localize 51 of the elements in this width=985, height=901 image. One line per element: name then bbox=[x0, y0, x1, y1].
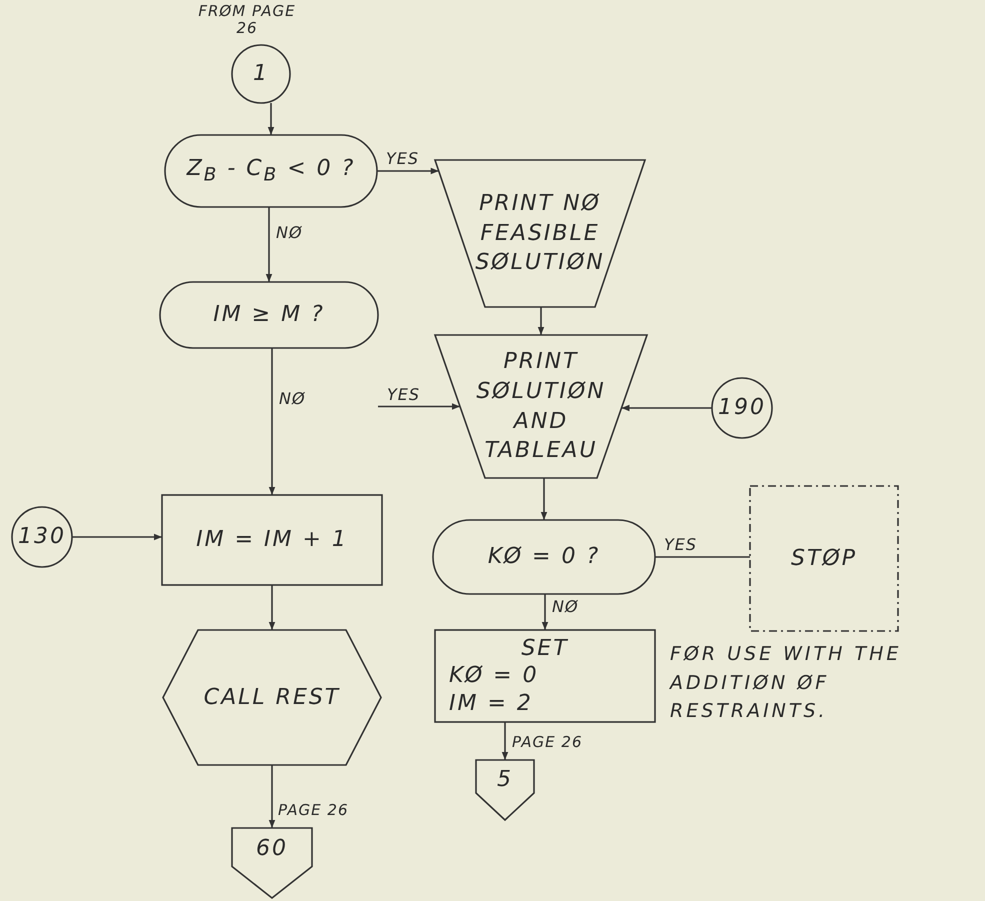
subroutine-hexagon bbox=[163, 630, 381, 765]
node-text: IM = IM + 1 bbox=[196, 526, 348, 554]
page-reference: FRØM PAGE 26 bbox=[197, 3, 297, 38]
edge-label: YES bbox=[663, 537, 698, 553]
node-text: IM ≥ M ? bbox=[213, 301, 325, 330]
edge-label: YES bbox=[386, 386, 422, 402]
arrow bbox=[378, 403, 460, 410]
node-text: 1 bbox=[253, 60, 269, 88]
note-text: FØR USE WITH THE ADDITIØN ØF RESTRAINTS. bbox=[670, 642, 902, 724]
decision-terminal bbox=[433, 520, 655, 594]
arrow bbox=[377, 168, 439, 174]
arrow bbox=[268, 585, 276, 630]
arrow bbox=[540, 478, 548, 520]
node-text: PRINT SØLUTIØN AND TABLEAU bbox=[475, 348, 607, 466]
process-box bbox=[435, 630, 655, 722]
arrow bbox=[266, 207, 272, 282]
node-text: PRINT NØ FEASIBLE SØLUTIØN bbox=[475, 190, 605, 278]
arrow bbox=[268, 103, 274, 135]
page-reference: PAGE 26 bbox=[512, 734, 584, 752]
edge-label: NØ bbox=[278, 391, 307, 408]
node-text: IM = 2 bbox=[449, 690, 533, 718]
node-text: KØ = 0 ? bbox=[488, 543, 600, 572]
node-text: 190 bbox=[718, 394, 766, 422]
edge-label: YES bbox=[385, 151, 420, 167]
process-box bbox=[162, 495, 382, 585]
arrow bbox=[268, 765, 276, 828]
decision-terminal bbox=[160, 282, 378, 348]
node-text: Z$_{B}$ - C$_{B}$ < 0 ? bbox=[186, 154, 356, 188]
print-trapezoid bbox=[435, 335, 647, 478]
arrow bbox=[268, 348, 276, 495]
node-text: 5 bbox=[497, 766, 513, 794]
connector-line bbox=[655, 556, 750, 558]
node-text: SET bbox=[521, 634, 569, 662]
arrow bbox=[72, 534, 162, 540]
connector-circle bbox=[12, 507, 72, 567]
connector-circle bbox=[712, 378, 772, 438]
edge-label: NØ bbox=[275, 225, 304, 242]
node-text: 60 bbox=[256, 834, 288, 863]
arrow bbox=[621, 404, 712, 412]
decision-terminal bbox=[165, 135, 377, 207]
arrow bbox=[502, 722, 508, 760]
node-text: STØP bbox=[791, 544, 857, 573]
node-text: KØ = 0 bbox=[449, 662, 539, 690]
node-text: 130 bbox=[18, 523, 66, 552]
arrow bbox=[542, 594, 548, 630]
print-trapezoid bbox=[435, 160, 645, 307]
node-text: CALL REST bbox=[204, 684, 340, 712]
terminal-box bbox=[750, 486, 898, 631]
page-reference: PAGE 26 bbox=[278, 802, 350, 820]
edge-label: NØ bbox=[551, 598, 580, 615]
arrow bbox=[538, 307, 544, 335]
